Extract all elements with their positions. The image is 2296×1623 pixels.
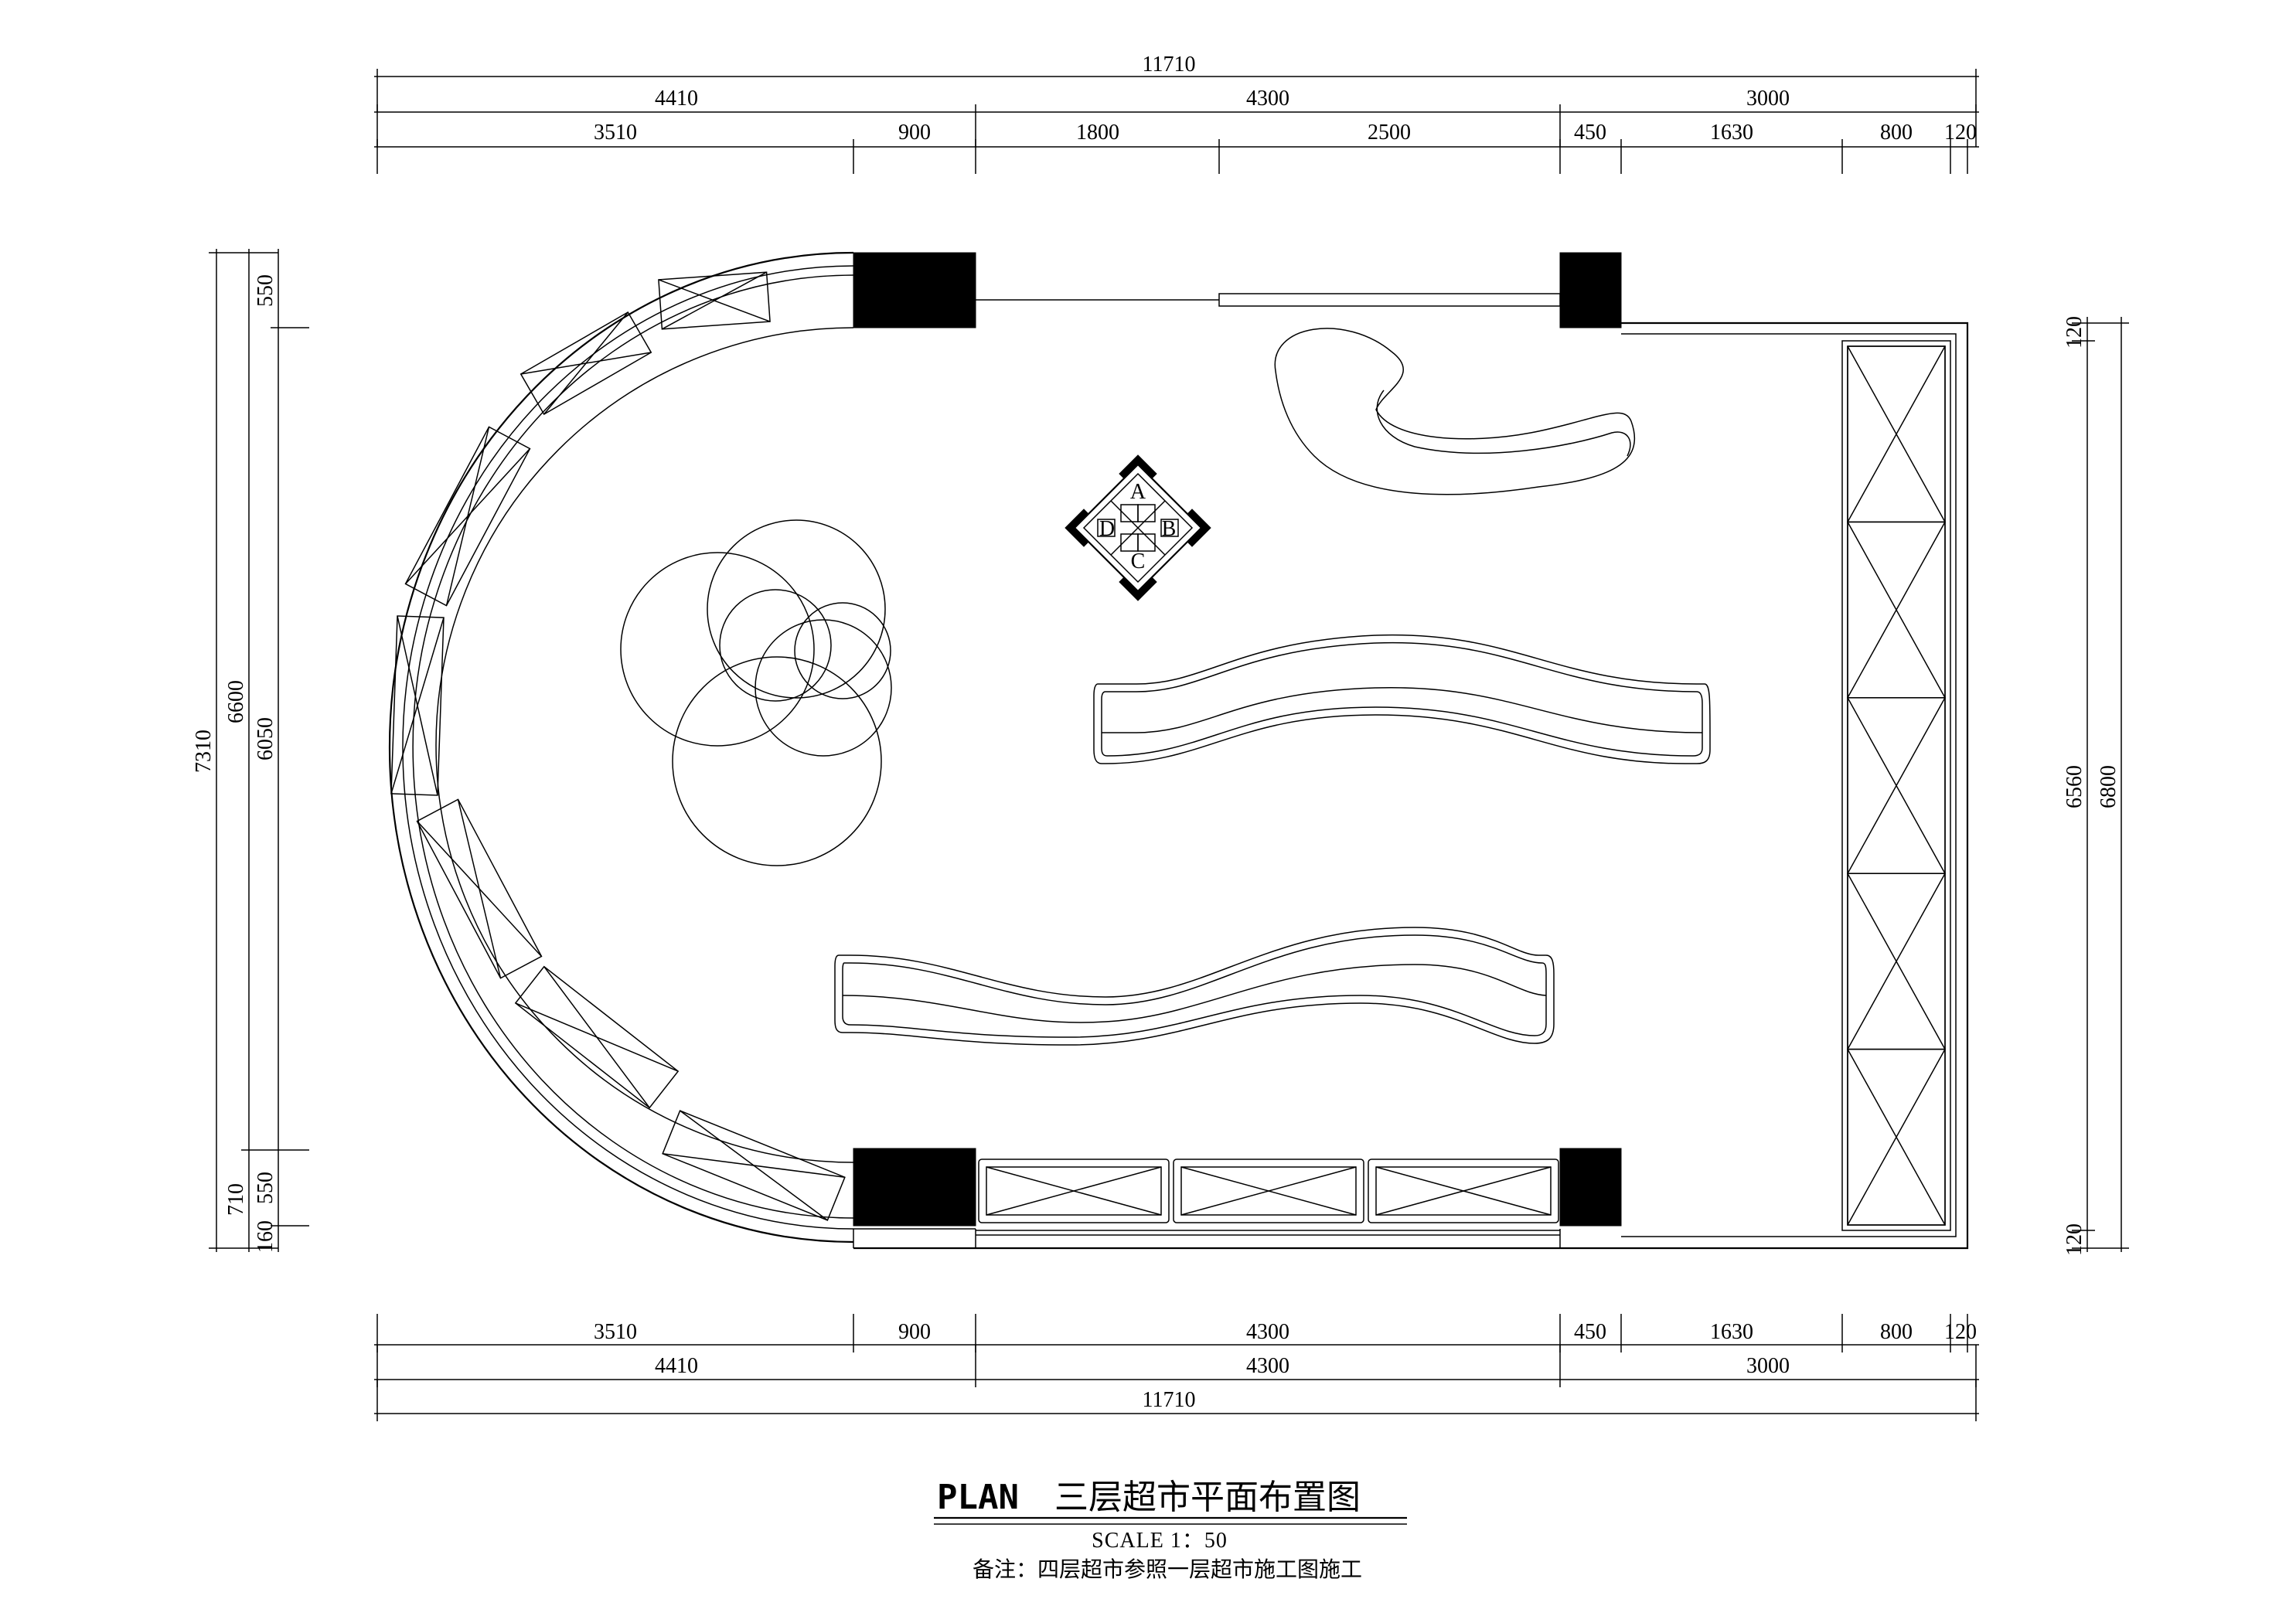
dim-bottom-detail-2: 900 — [898, 1320, 931, 1344]
dim-right-inner-1: 120 — [2063, 316, 2086, 349]
dim-left-detail-2: 6050 — [254, 717, 278, 760]
wall-cabinet-2 — [519, 311, 652, 416]
kidney-display — [1274, 328, 1636, 495]
dim-left-detail-4: 160 — [254, 1220, 278, 1253]
shelf-unit — [1847, 521, 1946, 699]
dim-top-detail-4: 2500 — [1368, 121, 1411, 145]
left-dimensions: 7310 6600 710 550 6050 550 160 — [192, 249, 309, 1253]
drawing-scale: SCALE 1：50 — [1092, 1529, 1228, 1553]
dim-left-mid-2: 710 — [224, 1183, 248, 1216]
curved-wall-cabinets — [390, 271, 846, 1221]
dim-top-detail-7: 800 — [1880, 121, 1913, 145]
drawing-title-cn: 三层超市平面布置图 — [1054, 1478, 1361, 1517]
wave-counter-upper — [1093, 634, 1711, 764]
dim-top-mid-1: 4410 — [655, 87, 698, 111]
dim-top-detail-5: 450 — [1574, 121, 1606, 145]
dim-top-detail-6: 1630 — [1710, 121, 1753, 145]
bottom-wall-cabinets — [978, 1159, 1559, 1223]
dim-bottom-mid-1: 4410 — [655, 1354, 698, 1378]
shelf-unit — [1847, 345, 1946, 523]
dim-top-mid-3: 3000 — [1746, 87, 1790, 111]
wall-cabinet-6 — [514, 965, 680, 1109]
dim-bottom-detail-4: 450 — [1574, 1320, 1606, 1344]
dim-left-total: 7310 — [192, 730, 216, 773]
index-letter-b: B — [1162, 517, 1177, 541]
index-letter-d: D — [1099, 517, 1115, 541]
dim-bottom-detail-3: 4300 — [1246, 1320, 1289, 1344]
dim-bottom-detail-1: 3510 — [594, 1320, 637, 1344]
right-wall-shelving — [1841, 340, 1951, 1231]
dim-top-detail-8: 120 — [1944, 121, 1977, 145]
round-table-1 — [620, 552, 815, 747]
column-top-left — [853, 252, 976, 328]
dim-top-detail-1: 3510 — [594, 121, 637, 145]
bottom-cabinet-1 — [978, 1159, 1170, 1223]
dim-right-outer: 6800 — [2097, 765, 2121, 808]
column-bottom-left — [853, 1148, 976, 1227]
right-dimensions: 120 6560 120 6800 — [2063, 316, 2129, 1256]
bottom-cabinet-2 — [1173, 1159, 1364, 1223]
room-outline — [388, 251, 1969, 1250]
index-letter-a: A — [1130, 480, 1146, 504]
title-block: PLAN 三层超市平面布置图 SCALE 1：50 备注：四层超市参照一层超市施… — [934, 1478, 1407, 1582]
round-table-3 — [794, 602, 891, 699]
dim-top-total: 11710 — [1143, 53, 1196, 77]
dim-bottom-mid-2: 4300 — [1246, 1354, 1289, 1378]
dim-left-detail-1: 550 — [254, 274, 278, 307]
circular-display-tables — [620, 519, 892, 866]
wall-cabinet-4 — [390, 615, 445, 796]
dim-bottom-detail-7: 120 — [1944, 1320, 1977, 1344]
dim-right-inner-2: 6560 — [2063, 765, 2086, 808]
round-table-5 — [719, 589, 832, 702]
dim-bottom-detail-6: 800 — [1880, 1320, 1913, 1344]
top-dimensions: 11710 4410 4300 3000 3510 900 1800 2500 … — [374, 53, 1979, 174]
round-table-4 — [755, 619, 892, 757]
dim-bottom-total: 11710 — [1143, 1388, 1196, 1412]
dim-top-detail-2: 900 — [898, 121, 931, 145]
bottom-dimensions: 3510 900 4300 450 1630 800 120 4410 4300… — [374, 1314, 1979, 1421]
round-table-2 — [707, 519, 886, 699]
wall-cabinet-5 — [416, 798, 543, 979]
column-top-right — [1559, 252, 1622, 328]
round-table-6 — [672, 656, 882, 866]
wave-counter-lower — [834, 927, 1555, 1046]
elevation-index-symbol: A B C D — [1065, 454, 1211, 601]
column-bottom-right — [1559, 1148, 1622, 1227]
drawing-note: 备注：四层超市参照一层超市施工图施工 — [973, 1557, 1362, 1582]
dim-left-detail-3: 550 — [254, 1172, 278, 1204]
dim-left-mid-1: 6600 — [224, 680, 248, 723]
shelf-unit — [1847, 873, 1946, 1050]
dim-right-inner-3: 120 — [2063, 1223, 2086, 1256]
shelf-unit — [1847, 697, 1946, 874]
dim-top-mid-2: 4300 — [1246, 87, 1289, 111]
bottom-cabinet-3 — [1368, 1159, 1559, 1223]
dim-top-detail-3: 1800 — [1076, 121, 1119, 145]
drawing-title-en: PLAN — [937, 1478, 1019, 1517]
wall-cabinet-7 — [662, 1110, 846, 1221]
index-letter-c: C — [1131, 550, 1146, 573]
shelf-unit — [1847, 1048, 1946, 1226]
wall-cabinet-1 — [658, 271, 771, 330]
dim-bottom-mid-3: 3000 — [1746, 1354, 1790, 1378]
wall-cabinet-3 — [404, 426, 531, 607]
dim-bottom-detail-5: 1630 — [1710, 1320, 1753, 1344]
structural-columns — [853, 252, 1622, 1227]
